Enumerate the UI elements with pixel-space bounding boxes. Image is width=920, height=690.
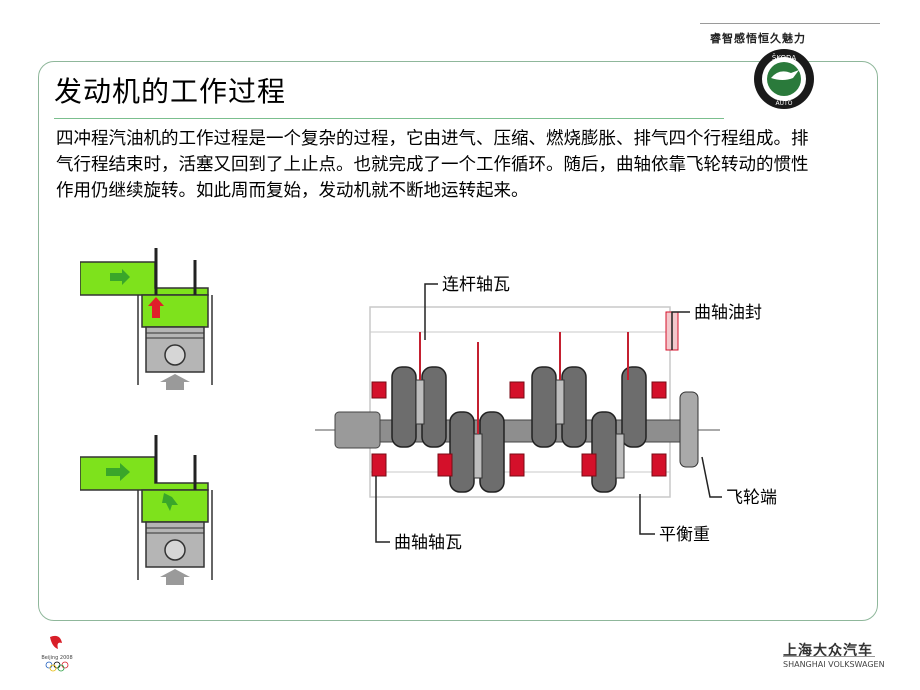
- intake-stroke-diagram-2: [80, 435, 213, 585]
- crank-throws: [391, 366, 647, 493]
- brand-slogan: 睿智感悟恒久魅力: [710, 32, 806, 45]
- diagonal-flow-arrow-icon: [162, 493, 178, 511]
- header-rule: [700, 23, 880, 24]
- cylinder-chamber: [141, 294, 209, 328]
- crankshaft-front-journal: [334, 411, 381, 449]
- intake-port: [80, 261, 209, 296]
- flywheel-flange: [679, 391, 699, 468]
- label-main-bearing: 曲轴轴瓦: [394, 533, 462, 553]
- svg-text:Beijing 2008: Beijing 2008: [41, 655, 72, 661]
- crankshaft-diagram: 连杆轴瓦 曲轴油封 飞轮端 平衡重 曲轴轴瓦: [315, 275, 777, 553]
- label-flywheel-end: 飞轮端: [726, 488, 777, 508]
- main-bearings: [371, 381, 667, 477]
- svg-text:AUTO: AUTO: [776, 100, 793, 107]
- title-underline: [54, 118, 724, 119]
- skoda-logo: ŠKODA AUTO: [754, 49, 814, 109]
- slide-body-text: 四冲程汽油机的工作过程是一个复杂的过程，它由进气、压缩、燃烧膨胀、排气四个行程组…: [56, 129, 809, 201]
- footer-brand-rule: [783, 656, 875, 657]
- piston-motion-arrow-icon: [160, 374, 190, 390]
- slide-title: 发动机的工作过程: [54, 75, 287, 108]
- label-balance-weight: 平衡重: [659, 525, 710, 545]
- footer-brand-en: SHANGHAI VOLKSWAGEN: [783, 660, 885, 669]
- beijing-olympic-emblem: Beijing 2008: [41, 635, 73, 672]
- flow-arrow-icon: [110, 269, 130, 285]
- flow-arrow-icon: [106, 463, 130, 481]
- footer-brand-cn: 上海大众汽车: [783, 643, 873, 659]
- label-conrod-bearing: 连杆轴瓦: [442, 275, 510, 295]
- intake-stroke-diagram-1: [80, 248, 213, 390]
- red-arrow-icon: [148, 297, 164, 318]
- svg-text:ŠKODA: ŠKODA: [772, 53, 796, 62]
- label-oil-seal: 曲轴油封: [694, 303, 762, 323]
